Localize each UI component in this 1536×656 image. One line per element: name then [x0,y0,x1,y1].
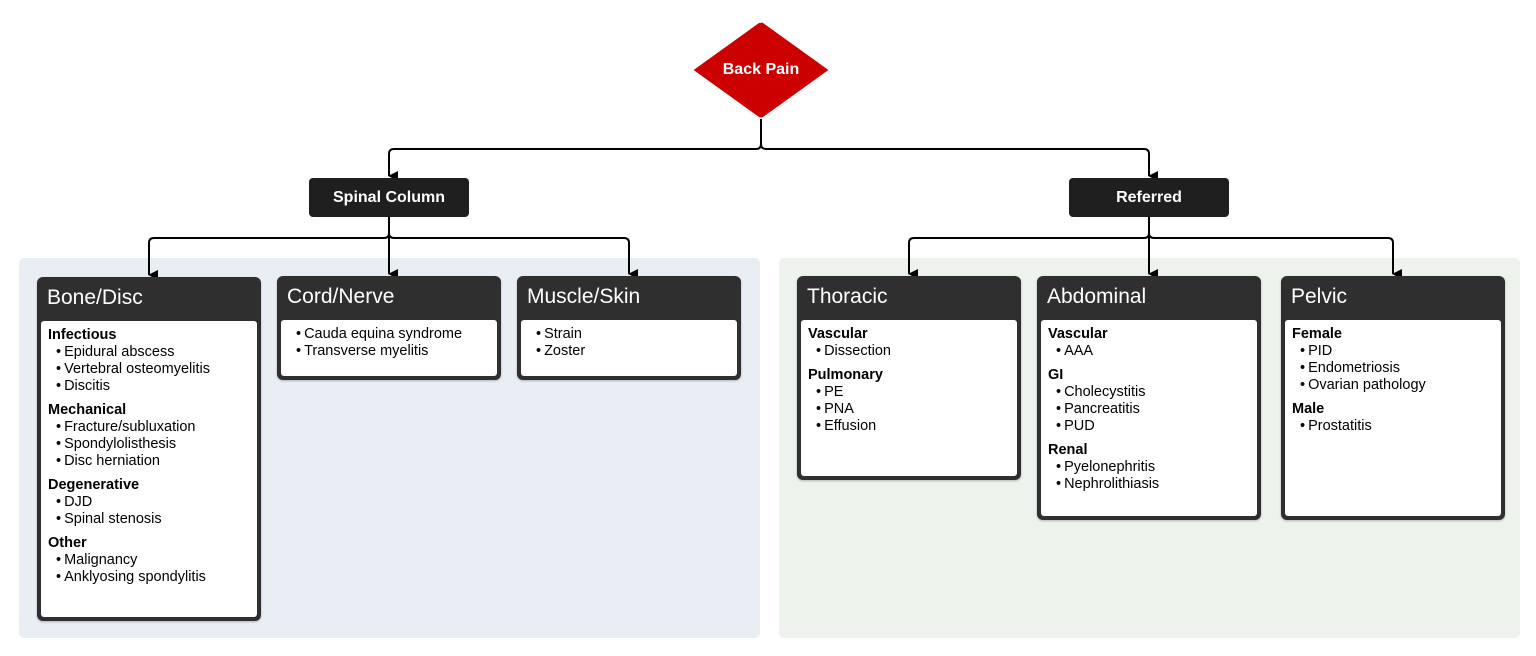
item-group: VascularAAA [1048,326,1250,360]
list-item: Fracture/subluxation [48,419,250,436]
list-item: Discitis [48,378,250,395]
card-muscle-skin: Muscle/Skin StrainZoster [517,276,741,380]
item-group: Cauda equina syndromeTransverse myelitis [288,326,490,360]
item-group: FemalePIDEndometriosisOvarian pathology [1292,326,1494,394]
item-group: PulmonaryPEPNAEffusion [808,367,1010,435]
connector-referred-to-thoracic [908,217,1150,279]
card-bone-disc: Bone/Disc InfectiousEpidural abscessVert… [37,277,261,621]
list-item: Pancreatitis [1048,401,1250,418]
group-label: Vascular [808,326,868,342]
item-group: RenalPyelonephritisNephrolithiasis [1048,442,1250,493]
list-item: Strain [528,326,730,343]
group-label: Vascular [1048,326,1108,342]
list-item: Cauda equina syndrome [288,326,490,343]
root-label: Back Pain [722,61,800,78]
list-item: Epidural abscess [48,344,250,361]
group-label: Degenerative [48,477,140,493]
card-cord-nerve: Cord/Nerve Cauda equina syndromeTransver… [277,276,501,380]
list-item: Pyelonephritis [1048,459,1250,476]
group-label: Infectious [48,327,117,343]
card-title: Bone/Disc [47,286,143,309]
list-item: Malignancy [48,552,250,569]
root-node: Back Pain [692,21,830,119]
list-item: PID [1292,343,1494,360]
item-group: VascularDissection [808,326,1010,360]
list-item: PNA [808,401,1010,418]
list-item: Effusion [808,418,1010,435]
card-body: FemalePIDEndometriosisOvarian pathologyM… [1285,320,1501,516]
list-item: Anklyosing spondylitis [48,569,250,586]
group-label: Mechanical [48,402,127,418]
list-item: DJD [48,494,250,511]
list-item: Endometriosis [1292,360,1494,377]
list-item: Spinal stenosis [48,511,250,528]
item-group: OtherMalignancyAnklyosing spondylitis [48,535,250,586]
item-group: GICholecystitisPancreatitisPUD [1048,367,1250,435]
list-item: Vertebral osteomyelitis [48,361,250,378]
list-item: Dissection [808,343,1010,360]
category-referred: Referred [1069,178,1229,217]
list-item: Nephrolithiasis [1048,476,1250,493]
card-pelvic: Pelvic FemalePIDEndometriosisOvarian pat… [1281,276,1505,520]
card-body: VascularAAA GICholecystitisPancreatitisPU… [1041,320,1257,516]
card-title: Abdominal [1047,285,1147,308]
card-thoracic: Thoracic VascularDissectionPulmonaryPEPN… [797,276,1021,480]
item-group: DegenerativeDJDSpinal stenosis [48,477,250,528]
card-title: Thoracic [807,285,888,308]
item-group: MaleProstatitis [1292,401,1494,435]
card-abdominal: Abdominal VascularAAA GICholecystitisPanc… [1037,276,1261,520]
list-item: Prostatitis [1292,418,1494,435]
group-label: Pulmonary [808,367,883,383]
group-label: GI [1048,367,1064,383]
list-item: Disc herniation [48,453,250,470]
card-body: VascularDissectionPulmonaryPEPNAEffusion [801,320,1017,476]
group-label: Renal [1048,442,1088,458]
connector-root-to-spinal [388,119,762,181]
item-group: StrainZoster [528,326,730,360]
group-label: Female [1292,326,1342,342]
connector-root-to-referred [760,143,1158,181]
list-item: PUD [1048,418,1250,435]
connector-spinal-to-muscle [388,232,638,279]
item-group: InfectiousEpidural abscessVertebral oste… [48,327,250,395]
card-body: StrainZoster [521,320,737,376]
list-item: Cholecystitis [1048,384,1250,401]
list-item: Transverse myelitis [288,343,490,360]
card-title: Cord/Nerve [287,285,395,308]
connector-referred-to-pelvic [1148,232,1402,279]
item-group: MechanicalFracture/subluxationSpondyloli… [48,402,250,470]
card-body: Cauda equina syndromeTransverse myelitis [281,320,497,376]
list-item: PE [808,384,1010,401]
list-item: Ovarian pathology [1292,377,1494,394]
card-body: InfectiousEpidural abscessVertebral oste… [41,321,257,617]
card-title: Muscle/Skin [527,285,641,308]
category-spinal-column: Spinal Column [309,178,469,217]
card-title: Pelvic [1291,285,1348,308]
list-item: Zoster [528,343,730,360]
connector-spinal-to-bone [148,217,390,280]
group-label: Male [1292,401,1325,417]
list-item: AAA [1048,343,1250,360]
list-item: Spondylolisthesis [48,436,250,453]
group-label: Other [48,535,87,551]
